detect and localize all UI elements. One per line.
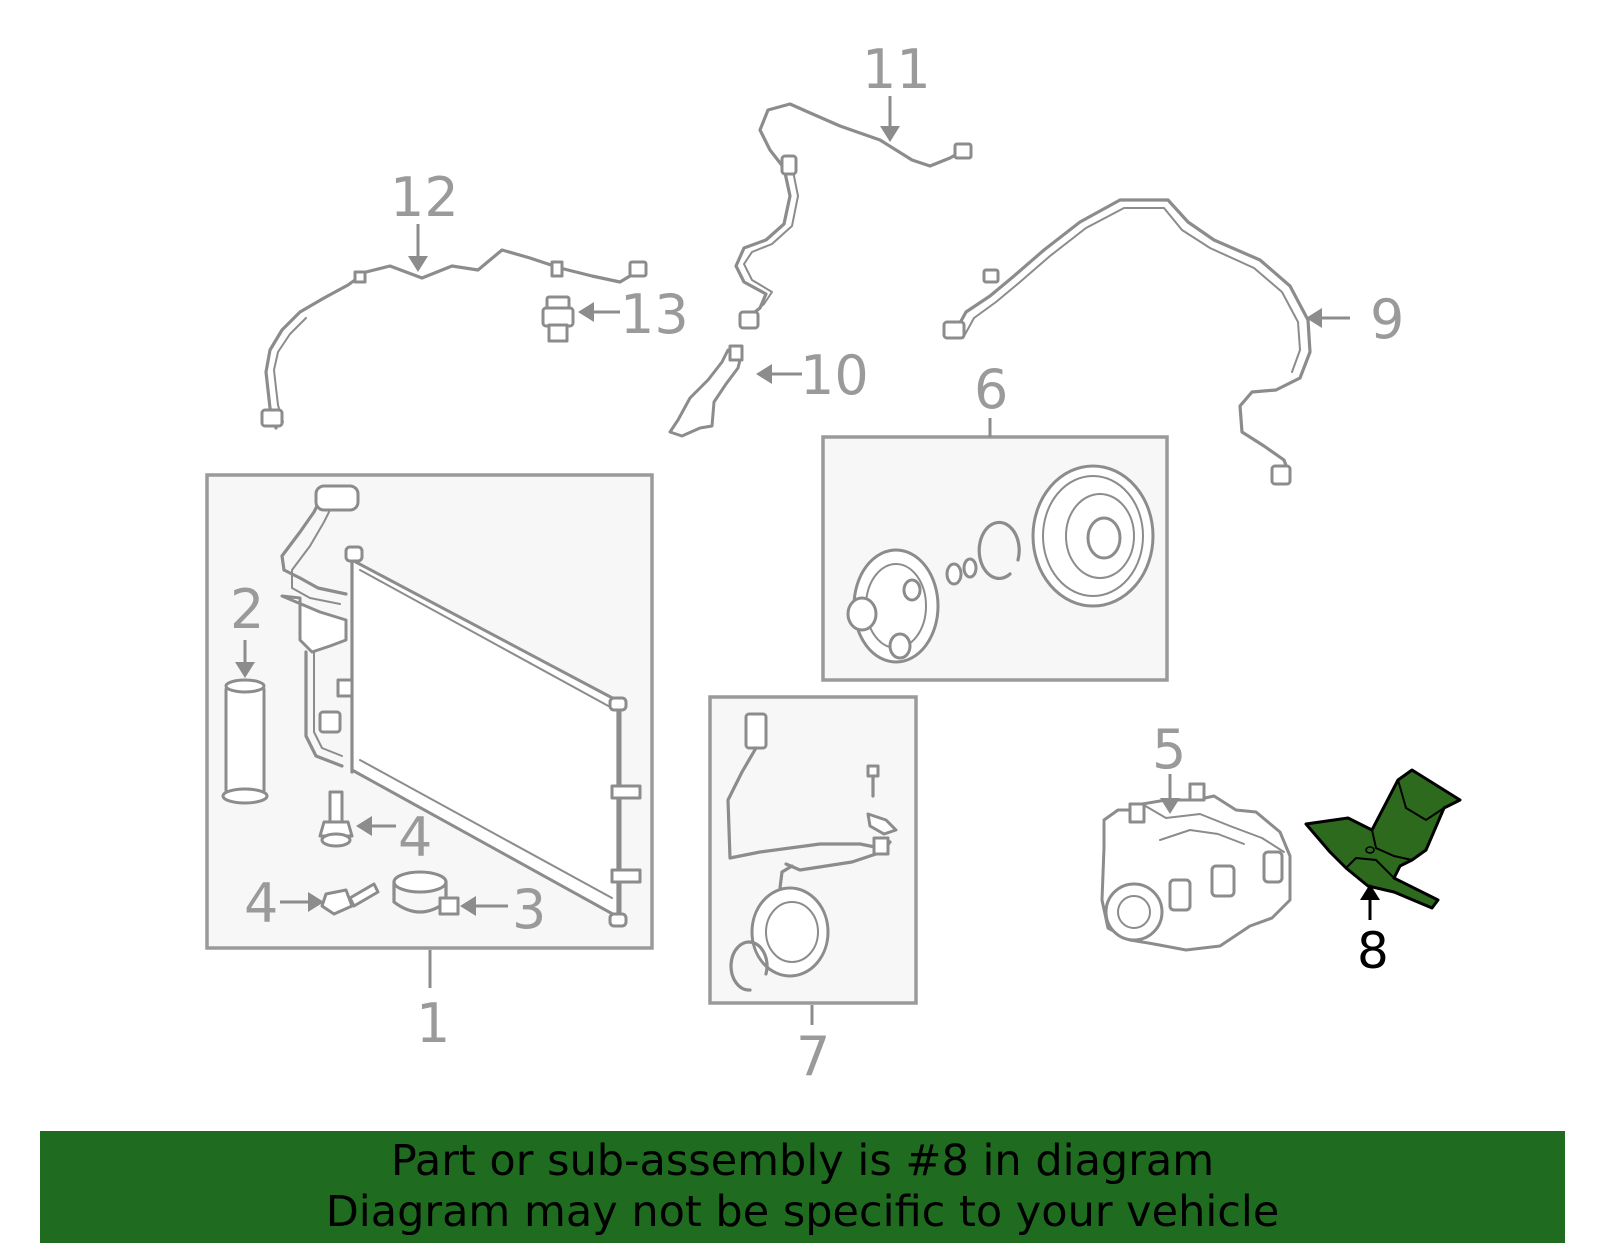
callout-3: 3 <box>512 878 546 941</box>
callout-9: 9 <box>1370 288 1404 351</box>
part-5-compressor[interactable] <box>1100 782 1292 952</box>
info-banner: Part or sub-assembly is #8 in diagram Di… <box>40 1131 1565 1243</box>
part-13-pressure-switch[interactable] <box>541 295 575 343</box>
callout-6: 6 <box>974 358 1008 421</box>
part-10-bracket[interactable] <box>668 344 744 438</box>
banner-line-2: Diagram may not be specific to your vehi… <box>325 1187 1280 1237</box>
callout-4-lower: 4 <box>244 872 278 935</box>
callout-11: 11 <box>862 38 931 101</box>
part-4-bolt-lower[interactable] <box>320 882 380 916</box>
banner-background <box>40 1131 1565 1243</box>
callout-10: 10 <box>800 344 869 407</box>
part-4-bolt-upper[interactable] <box>318 790 354 848</box>
part-9-ac-hose[interactable] <box>942 198 1312 486</box>
part-12-ac-hose[interactable] <box>260 248 648 430</box>
callout-12: 12 <box>390 166 459 229</box>
callout-4-upper: 4 <box>398 806 432 869</box>
part-8-highlighted[interactable] <box>1304 768 1462 910</box>
part-6-clutch-set[interactable] <box>846 464 1155 664</box>
part-1-condenser[interactable] <box>280 484 642 928</box>
callout-13: 13 <box>620 283 689 346</box>
callout-5: 5 <box>1152 718 1186 781</box>
part-2-receiver-drier[interactable] <box>221 678 269 805</box>
part-11-ac-hose[interactable] <box>734 102 973 330</box>
callout-1: 1 <box>416 992 450 1055</box>
callout-2: 2 <box>230 578 264 641</box>
part-3-clamp[interactable] <box>392 870 460 916</box>
callout-8: 8 <box>1357 922 1389 980</box>
banner-line-1: Part or sub-assembly is #8 in diagram <box>390 1136 1215 1186</box>
part-7-field-coil[interactable] <box>726 712 898 992</box>
callout-7: 7 <box>796 1025 830 1088</box>
